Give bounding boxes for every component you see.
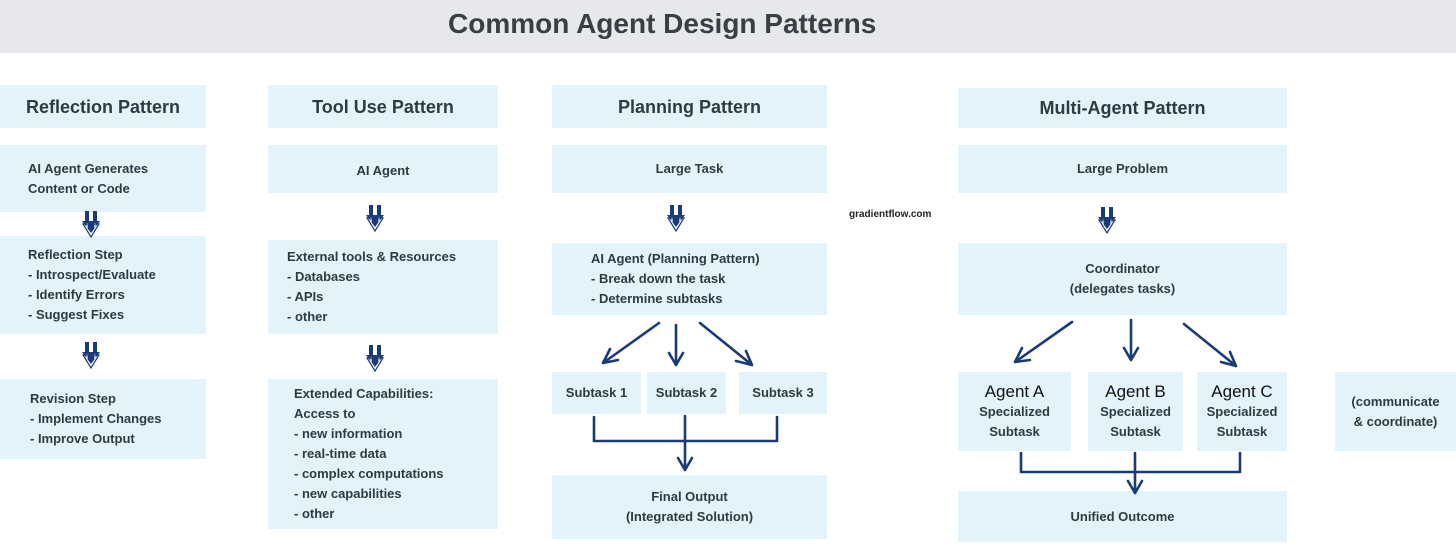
final-output-box: Final Output (Integrated Solution) (552, 475, 827, 539)
diagonal-arrow-icon (698, 321, 754, 367)
text-line: - Improve Output (30, 431, 135, 446)
text-line: - other (287, 309, 328, 324)
tool-use-header-label: Tool Use Pattern (312, 96, 454, 117)
down-arrow-icon (667, 323, 685, 367)
merge-connector (592, 415, 779, 443)
coordinator-box: Coordinator (delegates tasks) (958, 243, 1287, 315)
diagonal-arrow-icon (1182, 322, 1238, 368)
text-line: - new information (294, 426, 403, 441)
text-line: (delegates tasks) (1069, 281, 1176, 296)
extended-capabilities-box: Extended Capabilities: Access to - new i… (268, 379, 498, 529)
text-line: Subtask (1216, 424, 1268, 439)
text-line: - Implement Changes (30, 411, 162, 426)
double-down-arrow-icon (365, 344, 385, 372)
text-line: Large Problem (1076, 161, 1169, 176)
text-line: - Identify Errors (28, 287, 125, 302)
reflection-header: Reflection Pattern (0, 85, 206, 128)
text-line: Subtask (989, 424, 1040, 439)
subtask-box: Subtask 1 (552, 372, 641, 414)
agent-name: Agent A (984, 382, 1045, 401)
down-arrow-icon (676, 414, 694, 472)
text-line: - APIs (287, 289, 324, 304)
double-down-arrow-icon (81, 210, 101, 238)
text-line: Subtask 1 (565, 385, 628, 400)
agent-c-box: Agent C Specialized Subtask (1197, 372, 1287, 451)
double-down-arrow-icon (81, 341, 101, 369)
reflection-generate-box: AI Agent Generates Content or Code (0, 145, 206, 212)
multi-agent-header: Multi-Agent Pattern (958, 88, 1287, 128)
agent-name: Agent C (1211, 382, 1273, 401)
text-line: - complex computations (294, 466, 444, 481)
external-tools-box: External tools & Resources - Databases -… (268, 240, 498, 334)
reflection-header-label: Reflection Pattern (25, 96, 181, 117)
text-line: & coordinate) (1353, 413, 1438, 429)
text-line: External tools & Resources (287, 249, 457, 264)
planning-header: Planning Pattern (552, 85, 827, 128)
agent-a-box: Agent A Specialized Subtask (958, 372, 1071, 451)
text-line: - real-time data (294, 446, 387, 461)
text-line: Specialized (979, 404, 1050, 419)
reflection-step-box: Reflection Step - Introspect/Evaluate - … (0, 236, 206, 334)
text-line: Content or Code (28, 180, 130, 196)
text-line: Specialized (1100, 404, 1171, 419)
agent-name: Agent B (1105, 382, 1166, 401)
text-line: Subtask 2 (655, 385, 718, 400)
merge-connector (1019, 451, 1242, 474)
text-line: AI Agent Generates (28, 160, 149, 176)
communicate-box: (communicate & coordinate) (1335, 372, 1456, 451)
double-down-arrow-icon (365, 204, 385, 232)
text-line: - Determine subtasks (591, 291, 723, 306)
tool-use-header: Tool Use Pattern (268, 85, 498, 128)
text-line: - Break down the task (591, 271, 726, 286)
page-title: Common Agent Design Patterns (448, 8, 877, 39)
text-line: - Introspect/Evaluate (28, 267, 156, 282)
revision-step-box: Revision Step - Implement Changes - Impr… (0, 379, 206, 459)
watermark: gradientflow.com (849, 209, 932, 220)
multi-agent-header-label: Multi-Agent Pattern (1039, 98, 1206, 118)
subtask-box: Subtask 3 (739, 372, 827, 414)
text-line: Unified Outcome (1070, 508, 1175, 524)
text-line: Subtask 3 (752, 385, 814, 400)
subtask-box: Subtask 2 (647, 372, 726, 414)
text-line: - Suggest Fixes (28, 307, 125, 322)
unified-outcome-box: Unified Outcome (958, 491, 1287, 542)
planning-agent-box: AI Agent (Planning Pattern) - Break down… (552, 243, 827, 315)
text-line: (Integrated Solution) (625, 509, 754, 524)
text-line: Revision Step (30, 391, 116, 406)
planning-header-label: Planning Pattern (617, 96, 761, 117)
text-line: - other (294, 506, 335, 521)
text-line: Access to (294, 406, 356, 421)
diagonal-arrow-icon (601, 321, 661, 365)
text-line: Large Task (655, 161, 724, 176)
text-line: - Databases (287, 269, 360, 284)
large-problem-box: Large Problem (958, 145, 1287, 193)
tool-agent-box: AI Agent (268, 145, 498, 193)
text-line: Coordinator (1085, 261, 1160, 276)
text-line: AI Agent (Planning Pattern) (591, 251, 760, 266)
text-line: Final Output (651, 489, 728, 504)
text-line: Extended Capabilities: (294, 386, 434, 401)
title-banner: Common Agent Design Patterns (0, 0, 1456, 53)
down-arrow-icon (1126, 451, 1144, 495)
text-line: Specialized (1206, 404, 1278, 419)
text-line: Reflection Step (28, 247, 123, 262)
text-line: Subtask (1110, 424, 1161, 439)
double-down-arrow-icon (666, 204, 686, 232)
large-task-box: Large Task (552, 145, 827, 193)
agent-b-box: Agent B Specialized Subtask (1088, 372, 1183, 451)
text-line: AI Agent (356, 163, 410, 178)
down-arrow-icon (1122, 318, 1140, 362)
text-line: (communicate (1351, 393, 1440, 409)
text-line: - new capabilities (294, 486, 402, 501)
diagonal-arrow-icon (1013, 320, 1074, 364)
double-down-arrow-icon (1097, 206, 1117, 234)
